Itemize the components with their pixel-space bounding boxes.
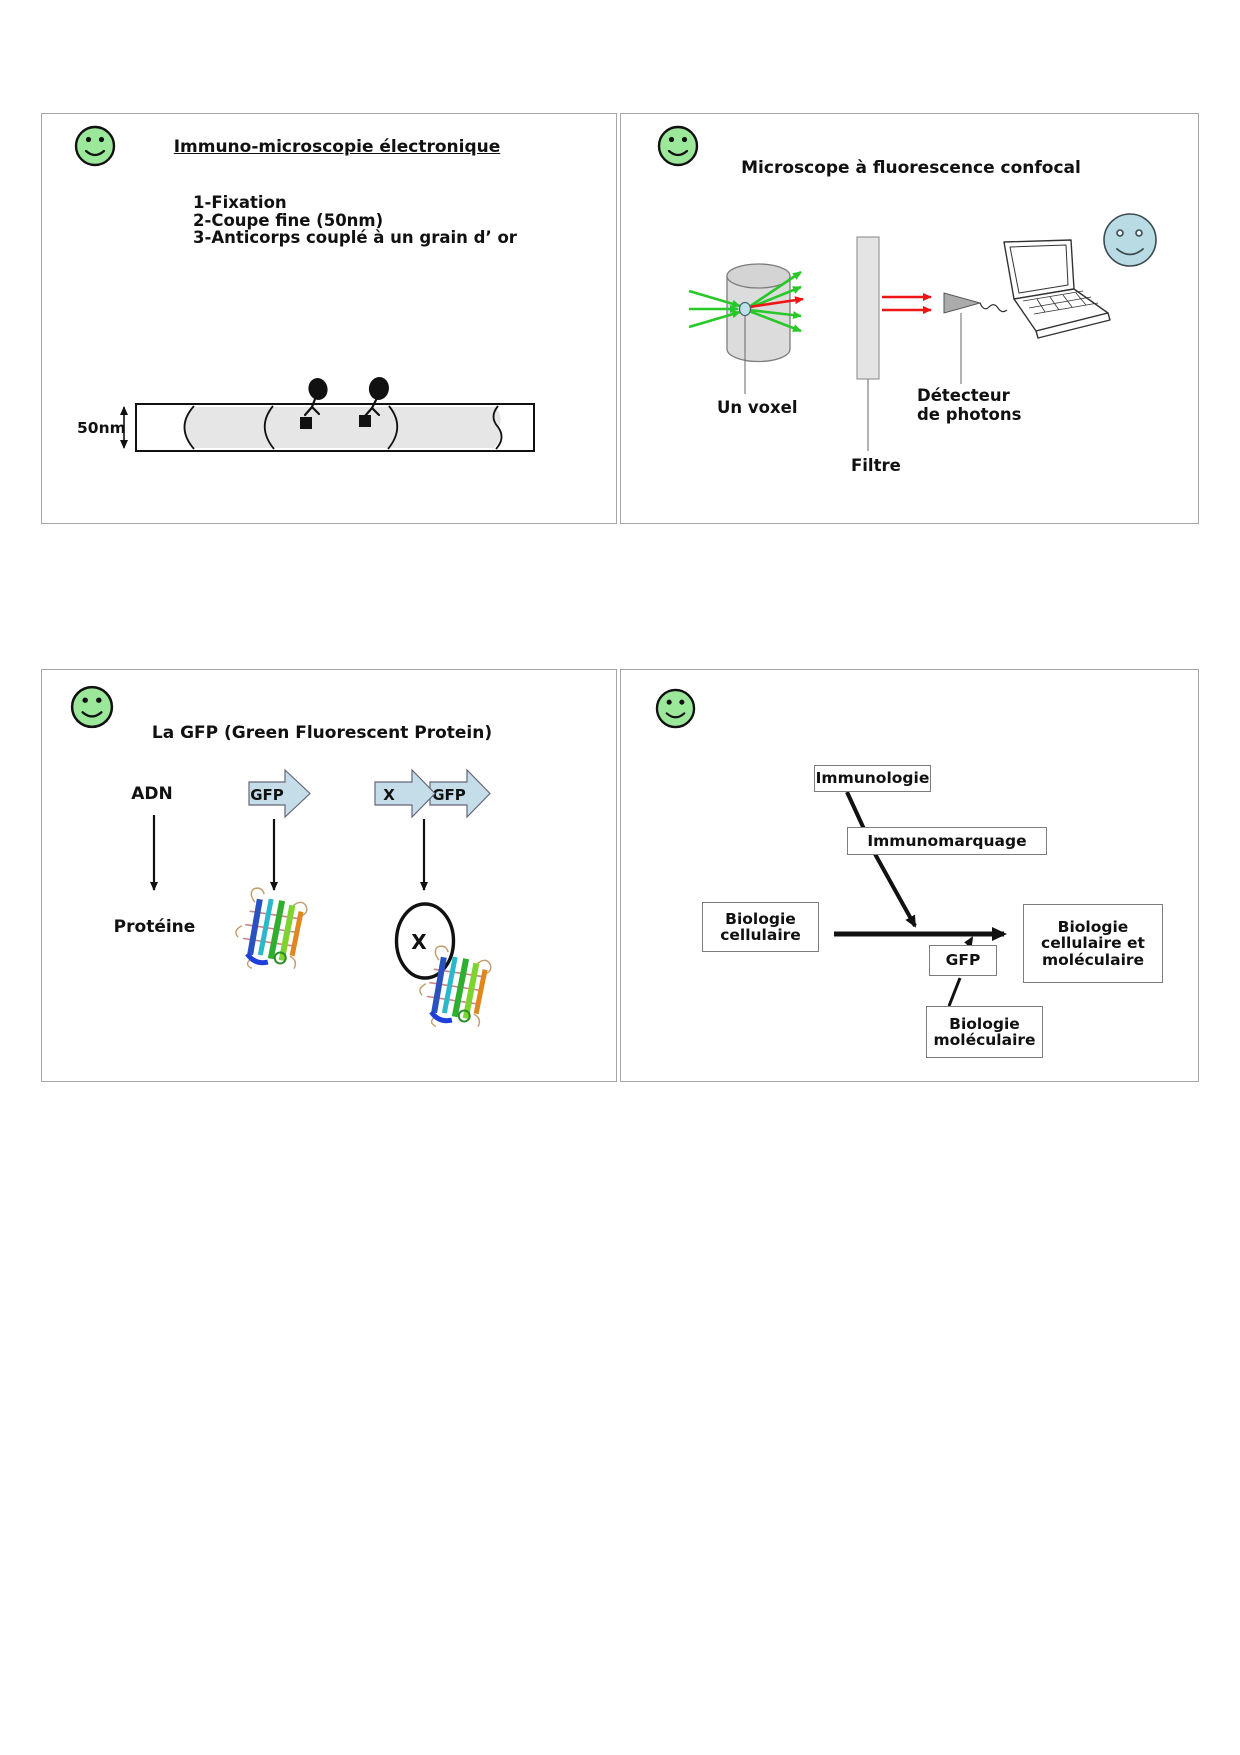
antibody-gold-grain-left [303,378,328,417]
antigen-square-right [359,415,371,427]
cell-outline-center-left [263,405,275,450]
thin-section-diagram: 50nm [77,377,535,452]
box-biologie-cellulaire: Biologie cellulaire [702,902,819,952]
arrow-immunomarquage-to-axis [873,853,917,928]
filter-label: Filtre [851,456,901,475]
smiley-face-icon [655,688,696,729]
smiley-face-icon [657,125,699,167]
convergence-connectors [834,791,1007,1007]
photon-detector-triangle [943,292,982,314]
gfp-ribbon-structure [228,885,311,978]
voxel-label: Un voxel [717,398,797,417]
step-3: 3-Anticorps couplé à un grain d’ or [193,228,517,247]
slide2-title: Microscope à fluorescence confocal [741,158,1081,178]
step-2: 2-Coupe fine (50nm) [193,210,384,230]
expression-arrows [150,815,428,891]
cell-sections-gray [183,407,501,448]
x-gene-arrow: X [374,768,436,819]
filter-slab [856,236,880,380]
laptop-icon [1003,239,1111,339]
smiley-face-icon [74,125,116,167]
box-immunologie: Immunologie [814,765,931,792]
cell-outline-center-right [387,405,399,450]
svg-text:GFP: GFP [432,786,466,804]
gfp-diagram: GFP GFP X X [150,768,567,1055]
step-1: 1-Fixation [193,193,287,212]
blue-smiley-face-icon [1103,213,1157,267]
detector-label-line2: de photons [917,405,1022,424]
cell-outline-left [183,405,195,450]
svg-text:X: X [383,786,395,804]
box-gfp: GFP [929,945,997,976]
link-bio-mol-gfp [947,977,962,1007]
slide-microscope-confocal: Microscope à fluorescence confocal [620,113,1199,524]
slide1-title: Immuno-microscopie électronique [173,137,501,157]
protein-label: Protéine [113,917,196,937]
slide-disciplines-convergence: Immunologie Immunomarquage Biologie cell… [620,669,1199,1082]
box-biologie-cellulaire-et-moleculaire: Biologie cellulaire et moléculaire [1023,904,1163,983]
detector-label-line1: Détecteur [917,386,1011,405]
slide-immuno-microscopie: Immuno-microscopie électronique 1-Fixati… [41,113,617,524]
red-rays-filtered [882,293,932,314]
gfp-gene-arrow: GFP [248,768,311,819]
confocal-diagram: Un voxel Filtre Détecteur de photons [688,213,1157,475]
x-protein-label: X [411,930,427,954]
voxel-dot [738,301,752,317]
smiley-face-icon [70,685,114,729]
red-ray-from-voxel [748,296,804,309]
cable-squiggle [979,302,1008,313]
box-biologie-moleculaire: Biologie moléculaire [926,1006,1043,1058]
svg-text:GFP: GFP [250,786,284,804]
slide1-step-list: 1-Fixation 2-Coupe fine (50nm) 3-Anticor… [193,194,517,247]
dna-label: ADN [131,784,173,804]
slide3-title: La GFP (Green Fluorescent Protein) [151,723,493,743]
scale-label: 50nm [77,419,126,437]
link-immunologie-immunomarquage [845,791,866,830]
antigen-square-left [300,417,312,429]
fusion-gfp-gene-arrow: GFP [429,768,491,819]
slide-gfp: La GFP (Green Fluorescent Protein) ADN [41,669,617,1082]
cell-outline-right-wavy [492,405,503,450]
box-immunomarquage: Immunomarquage [847,827,1047,855]
green-rays [688,270,802,333]
leader-lines [744,313,962,451]
antibody-gold-grain-right [363,377,389,418]
